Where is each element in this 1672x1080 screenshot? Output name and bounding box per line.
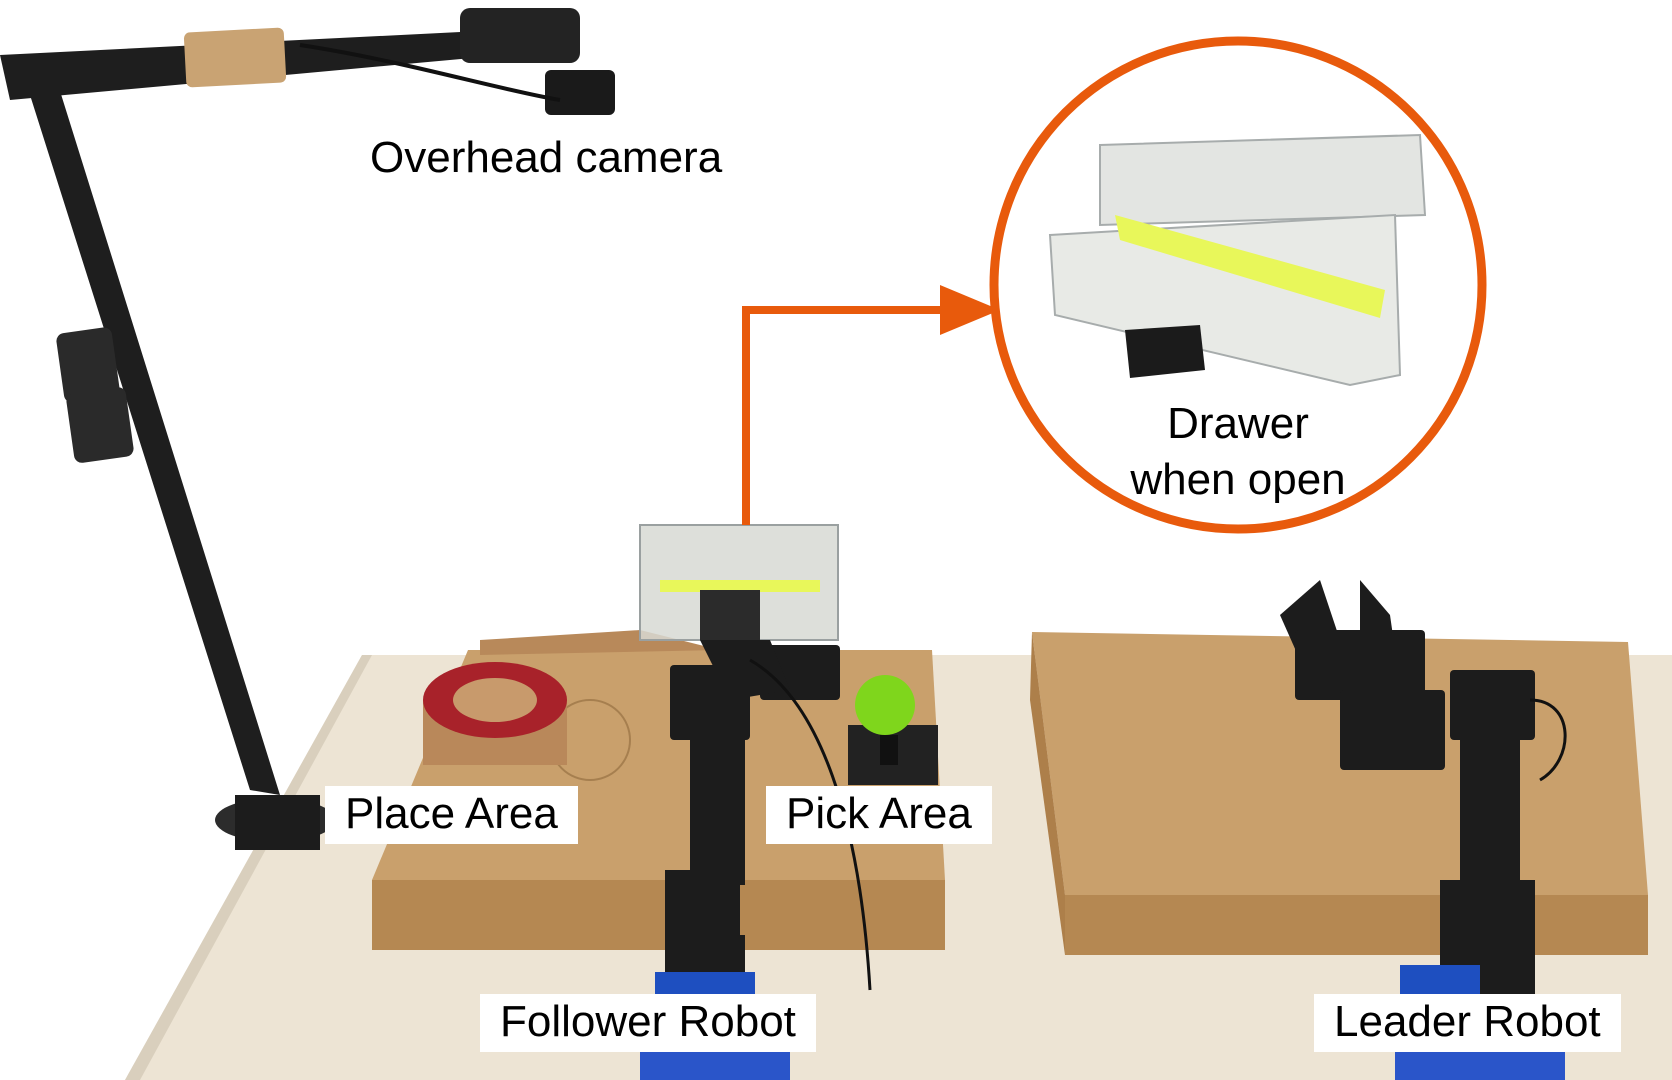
table-edge — [125, 655, 372, 1080]
drawer-label-line2: when open — [1130, 455, 1346, 504]
ball-on-stand — [848, 675, 938, 785]
follower-robot — [655, 590, 872, 1012]
callout-arrowhead-icon — [940, 285, 1000, 335]
tape-roll — [423, 662, 567, 765]
camera-stand — [0, 8, 615, 850]
drawer-inset — [989, 36, 1487, 534]
follower-robot-label: Follower Robot — [480, 994, 816, 1052]
callout-arrow — [742, 306, 950, 525]
overhead-camera-label: Overhead camera — [370, 133, 723, 182]
drawer — [639, 524, 839, 641]
place-area-label: Place Area — [325, 786, 578, 844]
pick-area-label: Pick Area — [766, 786, 992, 844]
leader-robot-label: Leader Robot — [1314, 994, 1621, 1052]
drawer-label-line1: Drawer — [1167, 399, 1309, 448]
